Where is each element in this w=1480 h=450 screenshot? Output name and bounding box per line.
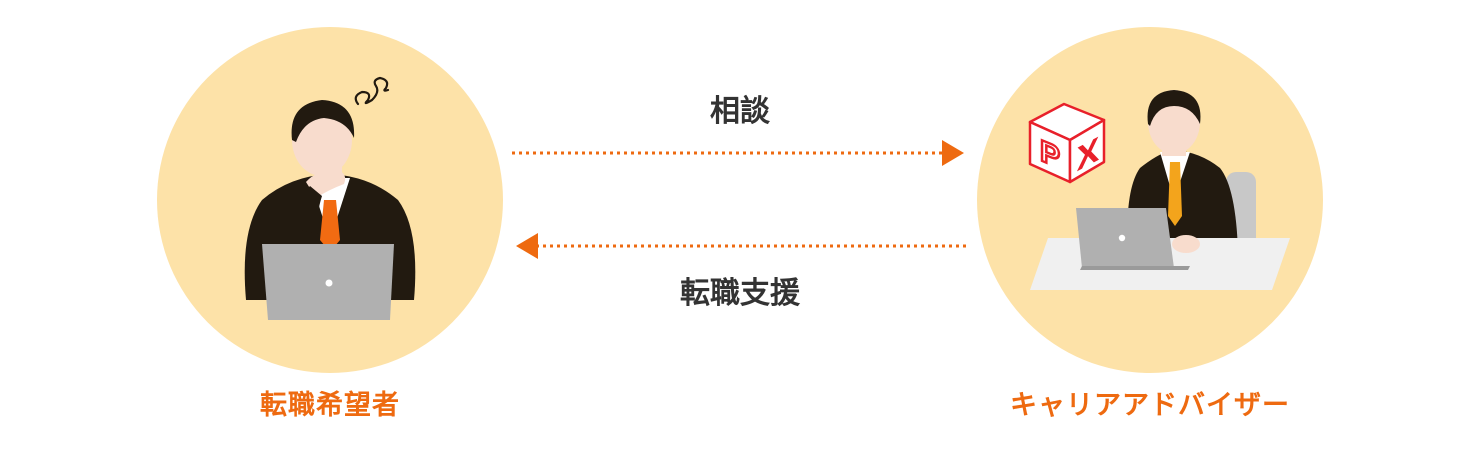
advisor-hand	[1172, 235, 1200, 253]
logo-letter-x: X	[1077, 129, 1100, 179]
flow-arrow-consultation	[512, 140, 964, 166]
job-seeker-tie	[320, 200, 340, 252]
flow-arrow-support	[516, 233, 968, 259]
arrow-left-icon	[516, 233, 538, 259]
job-seeker-illustration	[157, 27, 503, 373]
advisor-hair	[1147, 90, 1201, 126]
job-seeker-laptop-logo	[325, 279, 333, 287]
advisor-tie	[1168, 162, 1182, 226]
job-seeker-hair	[291, 100, 355, 142]
arrow-right-icon	[942, 140, 964, 166]
advisor-laptop-logo	[1118, 234, 1126, 242]
career-advisor-label: キャリアアドバイザー	[1010, 390, 1290, 421]
px-box-logo-icon: P X	[1028, 102, 1106, 184]
career-advisor-illustration: P X	[977, 27, 1323, 373]
job-seeker-label: 転職希望者	[260, 390, 400, 421]
confusion-swirl-icon	[354, 76, 390, 106]
flow-label-consultation: 相談	[710, 94, 770, 129]
advisor-laptop-base	[1080, 266, 1190, 270]
flow-label-support: 転職支援	[680, 276, 800, 311]
job-seeker-forearm	[299, 186, 322, 234]
logo-letter-p: P	[1040, 133, 1060, 175]
